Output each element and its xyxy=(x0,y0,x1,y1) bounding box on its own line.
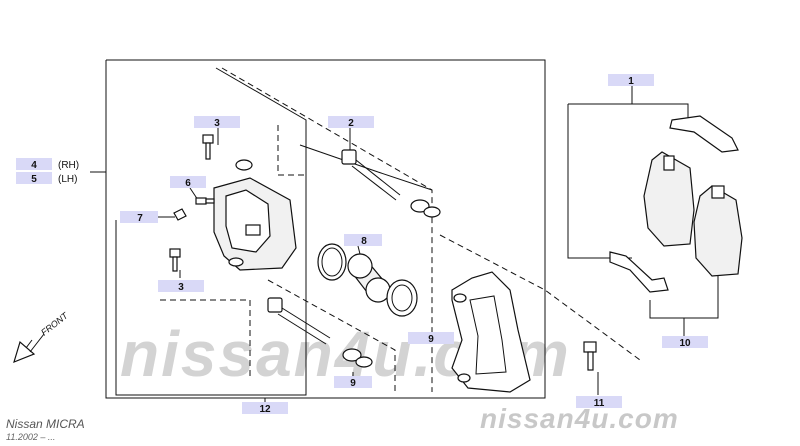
piston xyxy=(347,253,391,303)
svg-text:9: 9 xyxy=(350,378,356,389)
callout-3a: 3 xyxy=(194,116,240,129)
dust-boot xyxy=(386,279,418,317)
svg-text:7: 7 xyxy=(137,213,143,224)
brake-pad-outer xyxy=(693,185,743,277)
pad-frame-10 xyxy=(649,270,719,319)
svg-text:3: 3 xyxy=(214,118,220,129)
ref-line-b xyxy=(277,125,306,176)
svg-text:5: 5 xyxy=(31,174,37,185)
pad-clip-upper xyxy=(669,115,739,153)
caliper-group-frame xyxy=(115,67,307,396)
pin-lower xyxy=(267,297,331,345)
svg-text:11: 11 xyxy=(594,398,605,409)
svg-text:10: 10 xyxy=(679,338,691,349)
watermark-small: nissan4u.com xyxy=(480,403,679,434)
ref-line-e xyxy=(160,299,251,380)
pin-upper xyxy=(341,149,401,201)
assembly-frame xyxy=(105,59,546,399)
brake-pad-inner xyxy=(643,151,695,247)
callout-10: 10 xyxy=(662,336,708,349)
svg-text:2: 2 xyxy=(348,118,354,129)
svg-text:6: 6 xyxy=(185,178,191,189)
svg-text:(LH): (LH) xyxy=(58,174,77,185)
front-label: FRONT xyxy=(39,310,71,338)
boot-upper xyxy=(410,199,441,218)
pad-kit-frame-top xyxy=(568,103,689,128)
footer-date: 11.2002 – ... xyxy=(6,432,55,442)
callout-12: 12 xyxy=(242,402,288,415)
callout-9b: 9 xyxy=(334,376,372,389)
callout-8: 8 xyxy=(344,234,382,247)
torque-member xyxy=(451,271,531,393)
caliper-body xyxy=(213,159,297,271)
callout-7: 7 xyxy=(120,211,158,224)
svg-text:12: 12 xyxy=(259,404,271,415)
ref-line-c xyxy=(267,279,396,392)
callout-9a: 9 xyxy=(408,332,454,345)
pad-kit-frame-left xyxy=(567,104,632,259)
bolt-upper xyxy=(202,134,214,160)
svg-text:1: 1 xyxy=(628,76,634,87)
boot-lower xyxy=(342,348,373,368)
callout-6: 6 xyxy=(170,176,206,189)
bleeder-cap xyxy=(173,208,187,221)
front-arrow: FRONT xyxy=(13,310,71,364)
svg-text:9: 9 xyxy=(428,334,434,345)
pad-clip-lower xyxy=(609,251,669,293)
svg-text:3: 3 xyxy=(178,282,184,293)
bolt-torque-member xyxy=(583,341,597,371)
svg-text:4: 4 xyxy=(31,160,37,171)
svg-text:(RH): (RH) xyxy=(58,160,79,171)
callout-1: 1 xyxy=(608,74,654,87)
svg-text:8: 8 xyxy=(361,236,367,247)
callout-4: 4 (RH) xyxy=(16,158,79,171)
callout-3b: 3 xyxy=(158,280,204,293)
footer-model: Nissan MICRA xyxy=(6,417,85,431)
piston-seal-ring xyxy=(317,243,347,281)
callout-2: 2 xyxy=(328,116,374,129)
leader-2-b xyxy=(377,171,433,191)
bleeder-screw xyxy=(195,197,215,205)
callout-5: 5 (LH) xyxy=(16,172,77,185)
callout-11: 11 xyxy=(576,396,622,409)
bolt-lower xyxy=(169,248,181,272)
